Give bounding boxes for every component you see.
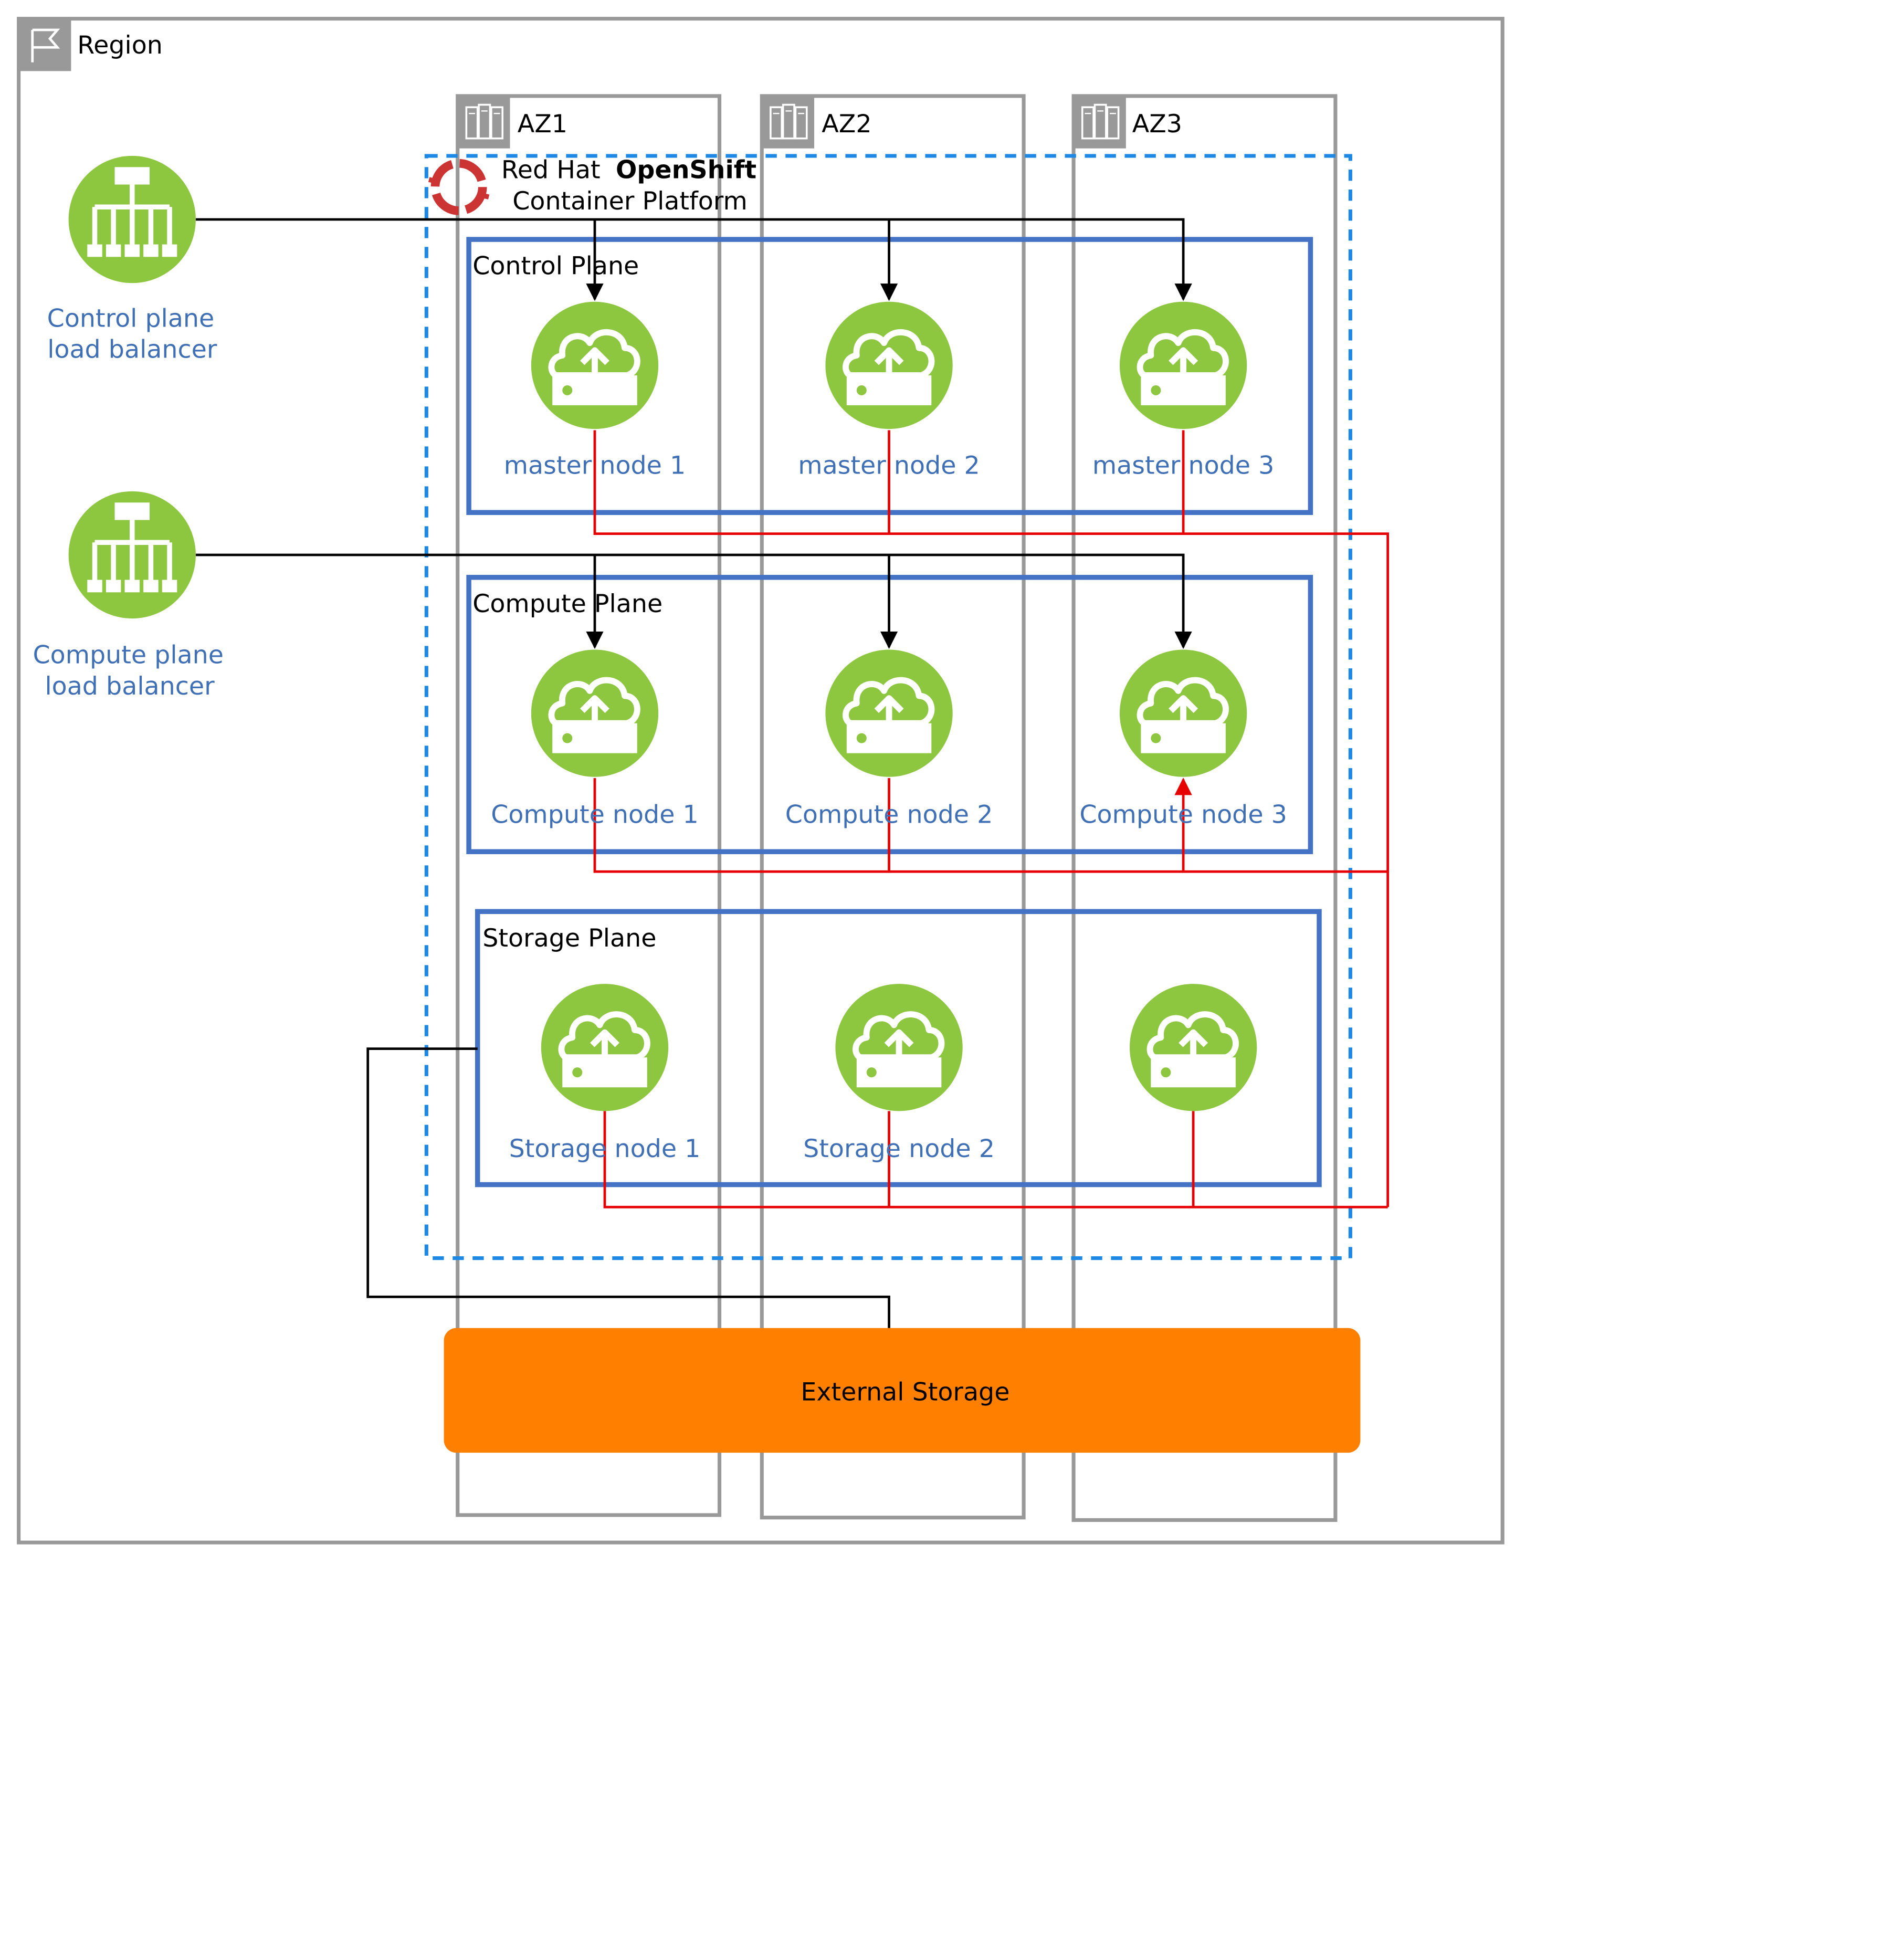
- platform-name: OpenShift: [616, 156, 756, 185]
- master-node-2-label: master node 2: [798, 451, 980, 480]
- compute-lb-label-line2: load balancer: [45, 672, 215, 701]
- control-lb-label: Control plane load balancer: [47, 304, 223, 364]
- cloud-upload-server-icon: [825, 302, 952, 429]
- storage-node-1-label: Storage node 1: [509, 1134, 701, 1163]
- compute-plane-label: Compute Plane: [472, 590, 662, 618]
- cloud-upload-server-icon: [1120, 649, 1247, 776]
- openshift-platform-boundary: [424, 154, 1352, 1260]
- cloud-upload-server-icon: [531, 649, 658, 776]
- master-node-1-label: master node 1: [504, 451, 686, 480]
- platform-prefix: Red Hat: [501, 156, 601, 185]
- storage-node-2-label: Storage node 2: [803, 1134, 995, 1163]
- load-balancer-icon: [69, 491, 196, 618]
- az2-zone: AZ2: [760, 94, 1026, 1520]
- cloud-upload-server-icon: [531, 302, 658, 429]
- compute-node-3-label: Compute node 3: [1079, 801, 1287, 829]
- external-storage: [444, 1328, 1361, 1453]
- cloud-upload-server-icon: [835, 984, 962, 1111]
- datacenter-icon: [456, 95, 511, 150]
- cloud-upload-server-icon: [825, 649, 952, 776]
- cloud-upload-server-icon: [1130, 984, 1257, 1111]
- az3-label: AZ3: [1132, 110, 1182, 139]
- load-balancer-icon: [69, 156, 196, 283]
- cloud-upload-server-icon: [1120, 302, 1247, 429]
- compute-lb-label-line1: Compute plane: [33, 641, 223, 670]
- az1-label: AZ1: [518, 110, 567, 139]
- black-links: [195, 218, 1192, 1328]
- storage-plane-label: Storage Plane: [482, 924, 656, 953]
- control-lb-label-line1: Control plane: [47, 304, 215, 333]
- red-links: [593, 430, 1390, 1209]
- compute-node-2-label: Compute node 2: [785, 801, 993, 829]
- openshift-logo-icon: [428, 159, 490, 215]
- az3-zone: AZ3: [1071, 94, 1338, 1522]
- control-lb-label-line2: load balancer: [47, 335, 217, 364]
- compute-lb-label: Compute plane load balancer: [33, 641, 232, 701]
- datacenter-icon: [761, 95, 815, 150]
- flag-icon: [18, 18, 71, 71]
- platform-subtitle: Container Platform: [512, 187, 748, 216]
- region-boundary: [17, 17, 1505, 1545]
- control-plane-label: Control Plane: [472, 252, 639, 281]
- cloud-upload-server-icon: [541, 984, 668, 1111]
- platform-title: Red Hat OpenShift: [501, 156, 756, 185]
- az2-label: AZ2: [822, 110, 871, 139]
- az1-zone: AZ1: [456, 94, 722, 1517]
- master-node-3-label: master node 3: [1092, 451, 1274, 480]
- compute-node-1-label: Compute node 1: [491, 801, 699, 829]
- region-label: Region: [77, 31, 163, 60]
- datacenter-icon: [1072, 95, 1127, 150]
- external-storage-label: External Storage: [801, 1378, 1009, 1406]
